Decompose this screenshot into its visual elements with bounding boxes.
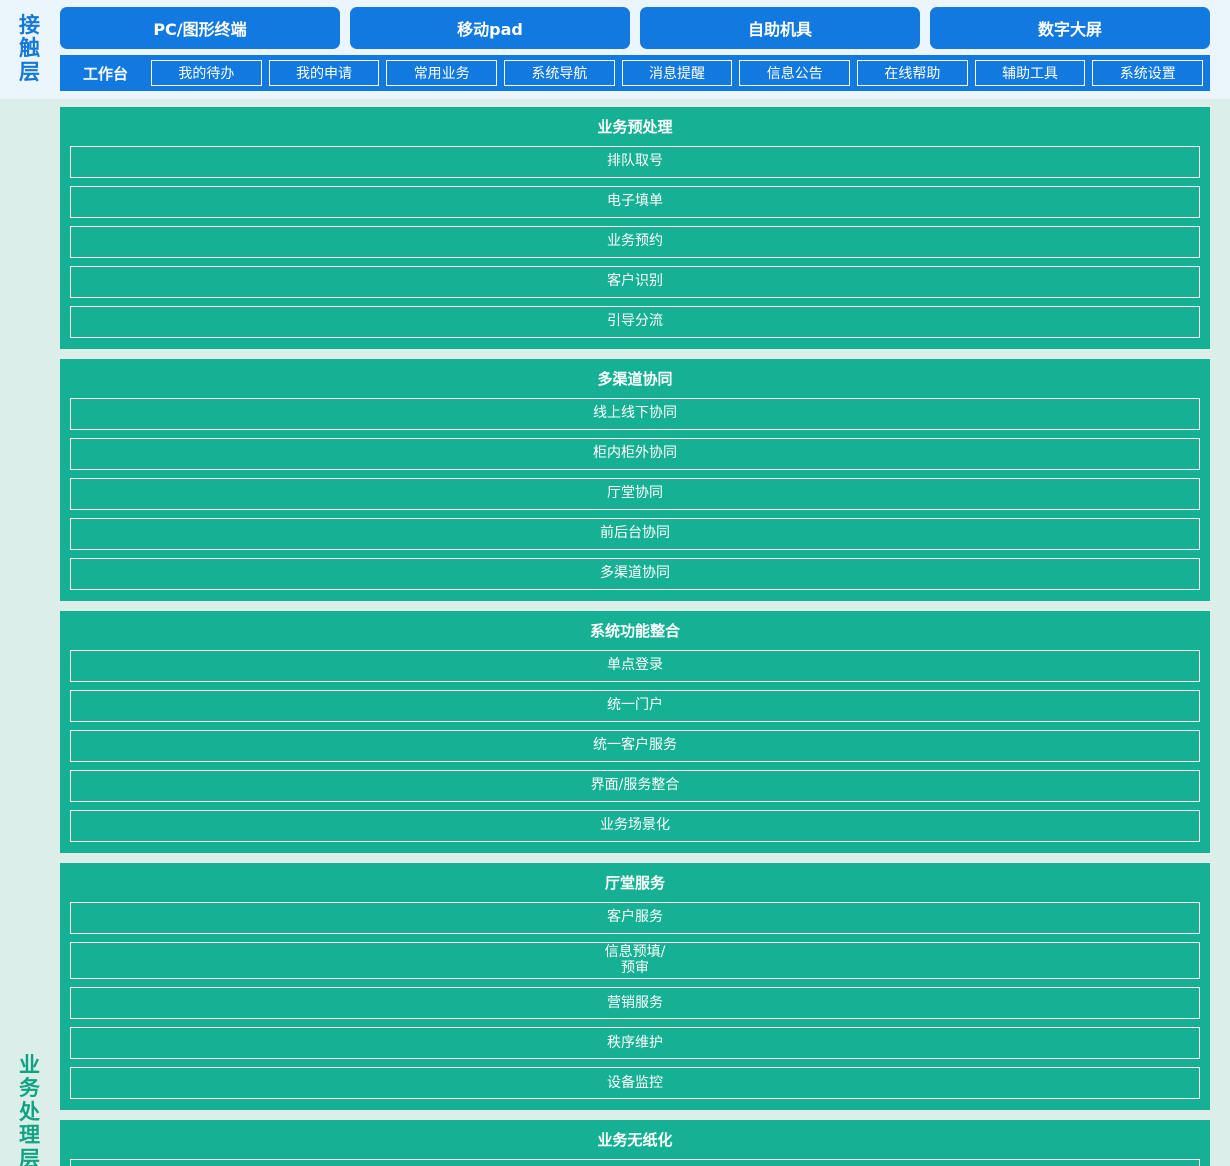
contact-label-char-1: 触 xyxy=(19,36,41,61)
column-title: 业务预处理 xyxy=(597,118,673,136)
business-layer-band: 业 务 处 理 层 业务预处理 排队取号 电子填单 业务预约 客户识别 引导分流… xyxy=(0,99,1230,1166)
biz-item-queue-number[interactable]: 排队取号 xyxy=(70,146,1200,178)
contact-label-char-0: 接 xyxy=(19,12,41,37)
biz-item-front-back-sync[interactable]: 前后台协同 xyxy=(70,518,1200,550)
contact-layer-label: 接 触 层 xyxy=(0,7,60,91)
biz-item-counter-inout-sync[interactable]: 柜内柜外协同 xyxy=(70,438,1200,470)
biz-item-order-maintenance[interactable]: 秩序维护 xyxy=(70,1027,1200,1060)
biz-item-ui-service-integration[interactable]: 界面/服务整合 xyxy=(70,770,1200,802)
column-items: 线上线下协同 柜内柜外协同 厅堂协同 前后台协同 多渠道协同 xyxy=(70,398,1200,590)
workbench-label: 工作台 xyxy=(83,64,129,83)
business-column-multichannel: 多渠道协同 线上线下协同 柜内柜外协同 厅堂协同 前后台协同 多渠道协同 xyxy=(60,359,1210,601)
biz-item-online-offline-sync[interactable]: 线上线下协同 xyxy=(70,398,1200,430)
column-title: 厅堂服务 xyxy=(604,874,665,892)
biz-item-pre-fill-pre-review[interactable]: 信息预填/ 预审 xyxy=(70,942,1200,980)
biz-item-document-imaging[interactable]: 资料影像化 xyxy=(70,1159,1200,1166)
workbench-item-aux-tools[interactable]: 辅助工具 xyxy=(974,60,1086,86)
contact-label-char-2: 层 xyxy=(19,59,41,84)
workbench-item-common-business[interactable]: 常用业务 xyxy=(386,60,498,86)
business-label-char-3: 理 xyxy=(19,1123,41,1148)
column-title: 多渠道协同 xyxy=(597,370,673,388)
column-items: 资料影像化 信息交互电子化 凭证电子化 签名电子化 印章电子化 xyxy=(70,1159,1200,1166)
biz-item-unified-customer-service[interactable]: 统一客户服务 xyxy=(70,730,1200,762)
channel-digital-screen[interactable]: 数字大屏 xyxy=(930,7,1210,49)
business-layer-body: 业务预处理 排队取号 电子填单 业务预约 客户识别 引导分流 多渠道协同 线上线… xyxy=(60,107,1230,1166)
biz-item-business-scenario[interactable]: 业务场景化 xyxy=(70,810,1200,842)
biz-item-e-form[interactable]: 电子填单 xyxy=(70,186,1200,218)
biz-item-customer-service[interactable]: 客户服务 xyxy=(70,902,1200,934)
workbench-item-announcement[interactable]: 信息公告 xyxy=(739,60,851,86)
business-layer-label: 业 务 处 理 层 xyxy=(0,107,60,1166)
biz-item-unified-portal[interactable]: 统一门户 xyxy=(70,690,1200,722)
column-items: 排队取号 电子填单 业务预约 客户识别 引导分流 xyxy=(70,146,1200,338)
workbench-item-system-settings[interactable]: 系统设置 xyxy=(1092,60,1204,86)
business-column-paperless: 业务无纸化 资料影像化 信息交互电子化 凭证电子化 签名电子化 印章电子化 xyxy=(60,1120,1210,1166)
workbench-row: 工作台 我的待办 我的申请 常用业务 系统导航 消息提醒 信息公告 在线帮助 辅… xyxy=(60,55,1210,91)
channel-pc[interactable]: PC/图形终端 xyxy=(60,7,340,49)
workbench-item-message-alert[interactable]: 消息提醒 xyxy=(621,60,733,86)
biz-item-lobby-sync[interactable]: 厅堂协同 xyxy=(70,478,1200,510)
business-label-char-4: 层 xyxy=(19,1146,41,1166)
column-items: 客户服务 信息预填/ 预审 营销服务 秩序维护 设备监控 xyxy=(70,902,1200,1100)
channel-mobile-pad[interactable]: 移动pad xyxy=(350,7,630,49)
column-title: 系统功能整合 xyxy=(589,622,680,640)
contact-layer-band: 接 触 层 PC/图形终端 移动pad 自助机具 数字大屏 工作台 我的待办 我… xyxy=(0,0,1230,99)
business-label-char-2: 处 xyxy=(19,1099,41,1124)
business-column-lobby-service: 厅堂服务 客户服务 信息预填/ 预审 营销服务 秩序维护 设备监控 xyxy=(60,863,1210,1111)
business-label-char-1: 务 xyxy=(19,1076,41,1101)
business-label-char-0: 业 xyxy=(19,1052,41,1077)
channel-row: PC/图形终端 移动pad 自助机具 数字大屏 xyxy=(60,7,1210,49)
workbench-item-system-nav[interactable]: 系统导航 xyxy=(504,60,615,86)
workbench-item-my-todo[interactable]: 我的待办 xyxy=(151,60,262,86)
column-items: 单点登录 统一门户 统一客户服务 界面/服务整合 业务场景化 xyxy=(70,650,1200,842)
biz-item-device-monitoring[interactable]: 设备监控 xyxy=(70,1067,1200,1100)
channel-self-service[interactable]: 自助机具 xyxy=(640,7,920,49)
biz-item-multichannel-sync[interactable]: 多渠道协同 xyxy=(70,558,1200,590)
column-title: 业务无纸化 xyxy=(597,1131,673,1150)
biz-item-single-sign-on[interactable]: 单点登录 xyxy=(70,650,1200,682)
workbench-item-online-help[interactable]: 在线帮助 xyxy=(857,60,968,86)
biz-item-guidance-diversion[interactable]: 引导分流 xyxy=(70,306,1200,338)
business-column-preprocessing: 业务预处理 排队取号 电子填单 业务预约 客户识别 引导分流 xyxy=(60,107,1210,349)
biz-item-customer-recognition[interactable]: 客户识别 xyxy=(70,266,1200,298)
biz-item-marketing-service[interactable]: 营销服务 xyxy=(70,987,1200,1020)
business-column-system-integration: 系统功能整合 单点登录 统一门户 统一客户服务 界面/服务整合 业务场景化 xyxy=(60,611,1210,853)
biz-item-appointment[interactable]: 业务预约 xyxy=(70,226,1200,258)
contact-layer-body: PC/图形终端 移动pad 自助机具 数字大屏 工作台 我的待办 我的申请 常用… xyxy=(60,7,1230,91)
workbench-item-my-application[interactable]: 我的申请 xyxy=(268,60,380,86)
